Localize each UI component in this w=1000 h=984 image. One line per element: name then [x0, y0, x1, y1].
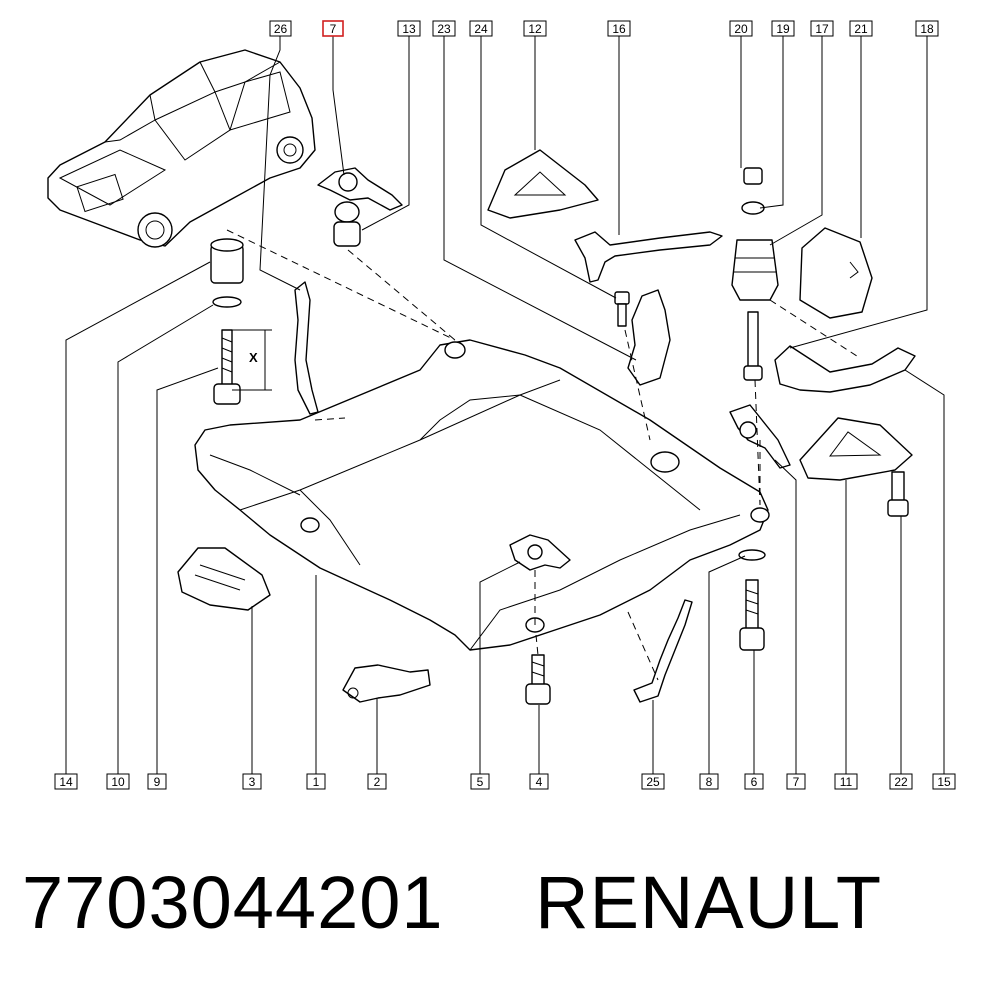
svg-text:15: 15 — [937, 775, 951, 789]
callout-25: 25 — [641, 773, 665, 790]
svg-text:20: 20 — [734, 22, 748, 36]
svg-text:17: 17 — [815, 22, 829, 36]
callout-6: 6 — [744, 773, 764, 790]
car-thumbnail — [47, 49, 316, 248]
svg-text:12: 12 — [528, 22, 542, 36]
svg-text:23: 23 — [437, 22, 451, 36]
tie-bar-16 — [574, 231, 723, 283]
callout-10: 10 — [106, 773, 130, 790]
callout-22: 22 — [889, 773, 913, 790]
brand-name: RENAULT — [535, 861, 883, 944]
callout-19: 19 — [771, 20, 795, 37]
callout-16: 16 — [607, 20, 631, 37]
callout-14: 14 — [54, 773, 78, 790]
callout-7-highlighted: 7 — [322, 20, 344, 37]
callout-24: 24 — [469, 20, 493, 37]
dimension-x: X — [232, 329, 272, 391]
bracket-11 — [799, 417, 913, 517]
bracket-3 — [177, 547, 271, 611]
svg-text:8: 8 — [706, 775, 713, 789]
callout-8: 8 — [699, 773, 719, 790]
svg-text:24: 24 — [474, 22, 488, 36]
callout-11: 11 — [834, 773, 858, 790]
svg-text:18: 18 — [920, 22, 934, 36]
strut-25 — [633, 599, 693, 703]
callout-2: 2 — [367, 773, 387, 790]
callout-3: 3 — [242, 773, 262, 790]
svg-text:11: 11 — [840, 775, 853, 789]
bolt-4 — [525, 654, 551, 705]
dimension-x-label: X — [249, 350, 258, 365]
svg-text:7: 7 — [330, 22, 337, 36]
callout-23: 23 — [432, 20, 456, 37]
svg-text:4: 4 — [536, 775, 543, 789]
engine-mount-top — [317, 167, 403, 247]
mount-5-center — [509, 534, 571, 571]
callout-1: 1 — [306, 773, 326, 790]
svg-text:7: 7 — [793, 775, 800, 789]
callout-17: 17 — [810, 20, 834, 37]
callout-15: 15 — [932, 773, 956, 790]
rear-mount-stack — [731, 167, 779, 381]
callout-18: 18 — [915, 20, 939, 37]
svg-text:25: 25 — [646, 775, 660, 789]
svg-text:16: 16 — [612, 22, 626, 36]
svg-text:10: 10 — [111, 775, 125, 789]
leader-lines — [65, 36, 945, 774]
callout-9: 9 — [147, 773, 167, 790]
mount-7-right — [729, 404, 791, 469]
svg-text:9: 9 — [154, 775, 161, 789]
bolt-24-and-bracket-23 — [614, 289, 671, 386]
svg-text:5: 5 — [477, 775, 484, 789]
callout-4: 4 — [529, 773, 549, 790]
svg-text:3: 3 — [249, 775, 256, 789]
svg-text:21: 21 — [854, 22, 868, 36]
svg-text:22: 22 — [894, 775, 908, 789]
strut-26 — [294, 281, 319, 415]
bracket-2 — [342, 664, 431, 703]
cover-21 — [799, 227, 873, 319]
callout-20: 20 — [729, 20, 753, 37]
svg-text:14: 14 — [59, 775, 73, 789]
bolt-6-and-washer-8 — [738, 549, 766, 651]
subframe-crossmember — [194, 339, 770, 651]
callout-7-bottom: 7 — [786, 773, 806, 790]
part-number: 7703044201 — [22, 861, 444, 944]
svg-text:26: 26 — [274, 22, 288, 36]
bush-and-bolt-left — [210, 238, 244, 405]
callout-5: 5 — [470, 773, 490, 790]
tie-bar-15 — [774, 345, 916, 393]
svg-text:1: 1 — [313, 775, 320, 789]
assembly-lines — [226, 229, 861, 681]
bracket-12 — [487, 149, 599, 219]
svg-text:13: 13 — [402, 22, 416, 36]
svg-text:19: 19 — [776, 22, 790, 36]
part-caption: 7703044201 RENAULT — [22, 858, 982, 948]
callout-13: 13 — [397, 20, 421, 37]
svg-text:2: 2 — [374, 775, 381, 789]
callout-21: 21 — [849, 20, 873, 37]
callout-26: 26 — [269, 20, 292, 37]
svg-text:6: 6 — [751, 775, 758, 789]
callout-12: 12 — [523, 20, 547, 37]
